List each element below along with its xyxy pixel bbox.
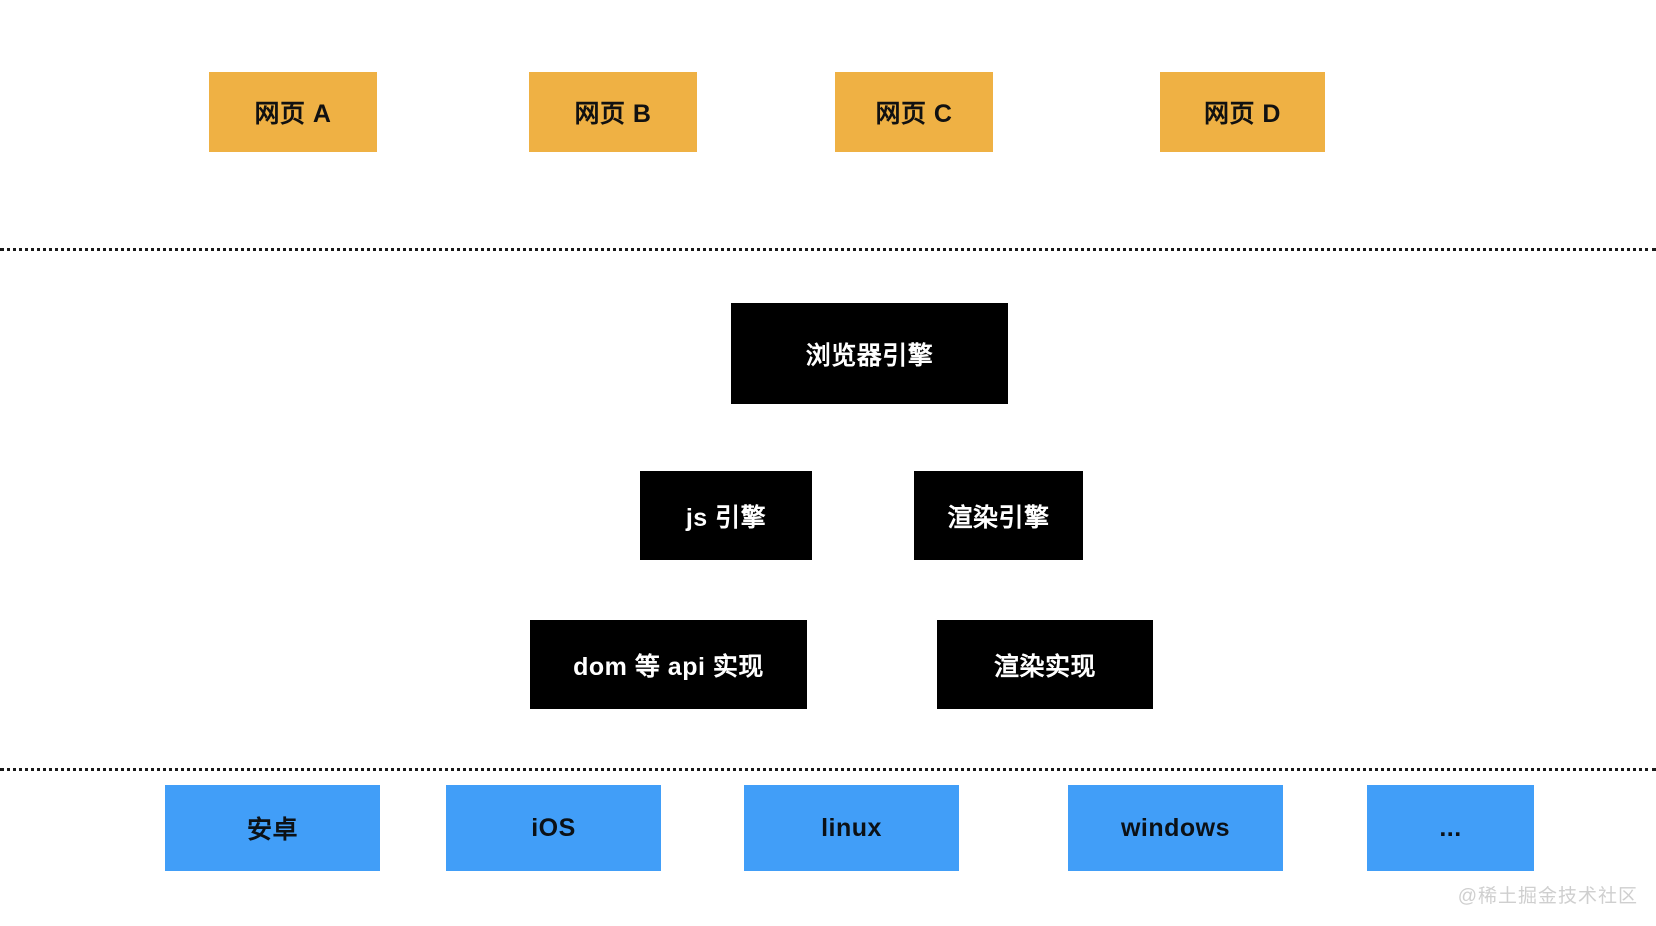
os-box-android: 安卓 xyxy=(165,785,380,871)
web-page-label-a: 网页 A xyxy=(254,100,332,128)
web-page-label-b: 网页 B xyxy=(574,100,652,128)
web-page-label-c: 网页 C xyxy=(875,100,953,128)
web-page-box-c: 网页 C xyxy=(835,72,993,152)
render-engine-label: 渲染引擎 xyxy=(947,503,1050,532)
render-impl-box: 渲染实现 xyxy=(937,620,1153,709)
js-engine-box: js 引擎 xyxy=(640,471,812,560)
lower-divider xyxy=(0,768,1656,771)
os-box-windows: windows xyxy=(1068,785,1283,871)
os-label-android: 安卓 xyxy=(246,816,298,844)
os-box-linux: linux xyxy=(744,785,959,871)
web-page-box-a: 网页 A xyxy=(209,72,377,152)
browser-engine-label: 浏览器引擎 xyxy=(805,341,934,370)
os-label-ios: iOS xyxy=(531,813,576,842)
os-label-more: ... xyxy=(1439,813,1462,842)
web-page-label-d: 网页 D xyxy=(1203,100,1281,128)
os-box-ios: iOS xyxy=(446,785,661,871)
render-impl-label: 渲染实现 xyxy=(993,652,1096,681)
dom-api-impl-box: dom 等 api 实现 xyxy=(530,620,807,709)
os-label-linux: linux xyxy=(821,813,882,842)
dom-api-impl-label: dom 等 api 实现 xyxy=(573,652,764,681)
os-label-windows: windows xyxy=(1120,813,1231,842)
render-engine-box: 渲染引擎 xyxy=(914,471,1083,560)
os-box-more: ... xyxy=(1367,785,1534,871)
web-page-box-d: 网页 D xyxy=(1160,72,1325,152)
js-engine-label: js 引擎 xyxy=(685,503,767,532)
upper-divider xyxy=(0,248,1656,251)
web-page-box-b: 网页 B xyxy=(529,72,697,152)
browser-engine-box: 浏览器引擎 xyxy=(731,303,1008,404)
watermark: @稀土掘金技术社区 xyxy=(1457,886,1638,907)
